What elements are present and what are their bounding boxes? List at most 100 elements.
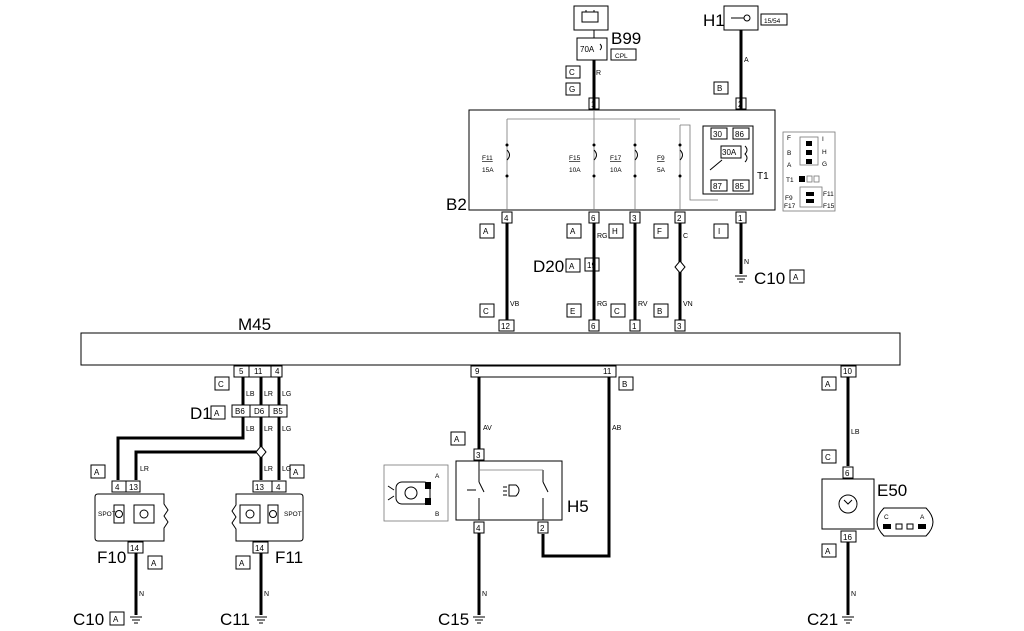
- f11-spot-label: SPOT: [284, 511, 302, 518]
- c10-bottom-label: C10: [73, 610, 104, 629]
- conn-f10-a-top: A: [94, 468, 100, 477]
- wire-label-n-h5: N: [482, 591, 487, 598]
- legend-f9: F9: [785, 195, 793, 202]
- wire-label-lb2: LB: [246, 426, 255, 433]
- h1-label: H1: [703, 11, 725, 30]
- m45-label: M45: [238, 315, 271, 334]
- splice-vn: [674, 260, 686, 274]
- e50-lamp: [821, 478, 875, 530]
- fuse-f9-rating: 5A: [657, 167, 666, 174]
- pin-relay-30: 30: [713, 130, 722, 139]
- pin-f10-14: 14: [130, 544, 139, 553]
- pin-h1-2: 2: [738, 100, 743, 109]
- wire-ab: [541, 377, 611, 558]
- pin-m45-6: 6: [591, 322, 596, 331]
- pin-f10-13: 13: [129, 483, 138, 492]
- legend-f: F: [787, 135, 791, 142]
- pin-m45-11b: 11: [603, 367, 612, 376]
- b99-fuse-box: 70A: [576, 37, 608, 61]
- fuse-f17-rating: 10A: [610, 167, 622, 174]
- t1-label: T1: [757, 171, 769, 182]
- conn-e50-a: A: [825, 547, 831, 556]
- h5-connector-inset: A B: [383, 464, 449, 522]
- fuse-f11-name: F11: [482, 155, 493, 162]
- conn-f11-a-bot: A: [239, 559, 245, 568]
- f10-spot-label: SPOT: [98, 511, 116, 518]
- conn-b2-a2: A: [570, 227, 576, 236]
- pin-h5-4: 4: [476, 524, 481, 533]
- pin-h5-3: 3: [476, 451, 481, 460]
- pin-f11-13: 13: [255, 483, 264, 492]
- pin-m45-10: 10: [843, 367, 852, 376]
- pin-m45-1: 1: [632, 322, 637, 331]
- e50-connector-inset: C A: [876, 507, 934, 537]
- legend-i: I: [822, 136, 824, 143]
- b99-rating: 70A: [580, 45, 595, 54]
- b2-legend: F B A I H G T1 F9 F17 F11 F15: [782, 131, 836, 212]
- pin-f11-14: 14: [255, 544, 264, 553]
- legend-h: H: [822, 149, 827, 156]
- c15-label: C15: [438, 610, 469, 629]
- f10-label: F10: [97, 548, 126, 567]
- e50-label: E50: [877, 481, 907, 500]
- wire-label-n-f10: N: [139, 591, 144, 598]
- h5-inset-a: A: [435, 473, 440, 480]
- e50-inset-c: C: [884, 514, 889, 521]
- splice-lr: [255, 445, 267, 459]
- wire-label-av: AV: [483, 425, 492, 432]
- battery-symbol: [573, 5, 609, 31]
- fuse-f9-name: F9: [657, 155, 665, 162]
- d20-label: D20: [533, 257, 564, 276]
- conn-d1-a: A: [214, 409, 220, 418]
- pin-m45-3: 3: [677, 322, 682, 331]
- f11-label: F11: [275, 548, 303, 567]
- wire-label-vb: VB: [510, 301, 520, 308]
- relay-rating: 30A: [722, 148, 737, 157]
- pin-b2-4: 4: [504, 214, 509, 223]
- h5-label: H5: [567, 497, 589, 516]
- legend-a: A: [787, 162, 792, 169]
- pin-relay-85: 85: [735, 182, 744, 191]
- conn-h1-b: B: [717, 84, 722, 93]
- pin-relay-87: 87: [713, 182, 722, 191]
- wire-label-f10-lr: LR: [140, 466, 149, 473]
- pin-b2-2: 2: [677, 214, 682, 223]
- wire-label-rg-bot: RG: [597, 301, 608, 308]
- h5-stop-light-switch: [455, 460, 563, 521]
- conn-b2-h: H: [612, 227, 618, 236]
- c21-label: C21: [807, 610, 838, 629]
- conn-e50-c: C: [825, 453, 831, 462]
- wire-label-c: C: [683, 233, 688, 240]
- pin-b2-1: 1: [738, 214, 743, 223]
- legend-g: G: [822, 161, 827, 168]
- wire-label-rv: RV: [638, 301, 648, 308]
- t1-relay: 30 86 87 85 30A: [702, 125, 754, 195]
- fuse-f15-name: F15: [569, 155, 581, 162]
- conn-m45b-b: B: [622, 380, 627, 389]
- wire-label-vn: VN: [683, 301, 693, 308]
- b2-fuse-box: [468, 109, 776, 211]
- pin-m45-4: 4: [275, 367, 280, 376]
- conn-h5-a: A: [454, 435, 460, 444]
- wire-label-lr2: LR: [264, 426, 273, 433]
- wire-label-lb: LB: [246, 391, 255, 398]
- conn-m45-c2: C: [614, 307, 620, 316]
- conn-m45-c: C: [483, 307, 489, 316]
- f11-courtesy-lamp: SPOT: [231, 493, 304, 542]
- legend-b: B: [787, 150, 791, 157]
- legend-f17: F17: [784, 203, 796, 210]
- fuse-f15-rating: 10A: [569, 167, 581, 174]
- wire-label-ab: AB: [612, 425, 622, 432]
- conn-m45-b: B: [657, 307, 662, 316]
- wire-label-f11-lg: LG: [282, 466, 291, 473]
- conn-f10-a-bot: A: [151, 559, 157, 568]
- pin-m45-12: 12: [501, 322, 510, 331]
- pin-d1-d6: D6: [254, 407, 265, 416]
- pin-d1-b6: B6: [235, 407, 245, 416]
- wire-label-lg2: LG: [282, 426, 291, 433]
- ground-c11: [255, 616, 267, 624]
- f10-courtesy-lamp: SPOT: [94, 493, 169, 542]
- wire-label-n-e50: N: [851, 591, 856, 598]
- ground-c21: [842, 616, 854, 624]
- wire-label-n-f11: N: [264, 591, 269, 598]
